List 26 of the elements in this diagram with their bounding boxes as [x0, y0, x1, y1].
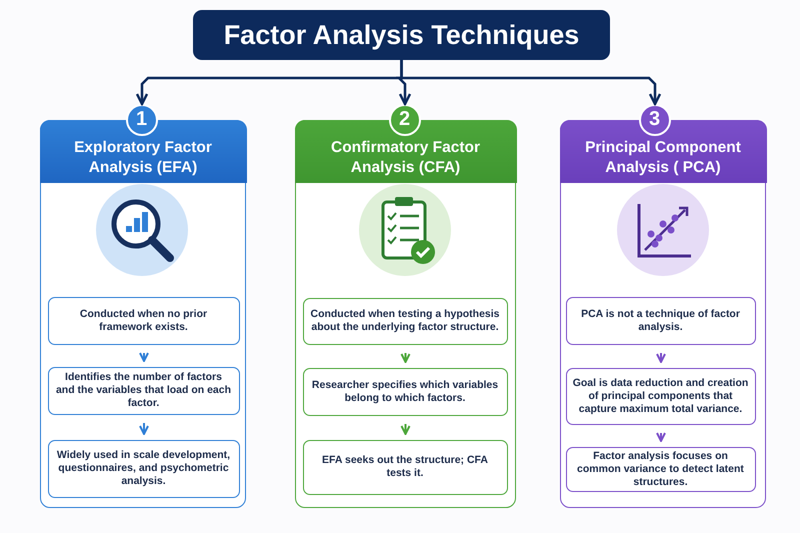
step-box	[48, 366, 240, 414]
step-box	[302, 298, 508, 344]
arrow	[139, 352, 149, 362]
arrow	[139, 423, 149, 435]
arrow	[400, 353, 410, 363]
step-box	[302, 368, 508, 416]
step-text: Goal is data reduction and creation of principal components that capture maximum total variance.	[572, 376, 748, 416]
title-box: Factor Analysis Techniques	[193, 10, 610, 60]
step-box	[48, 296, 240, 344]
step-text: Factor analysis focuses on common variance to detect latent structures.	[576, 450, 745, 488]
step-text: Identifies the number of factors and the variables that load on each factor.	[54, 371, 232, 410]
step-box	[566, 446, 756, 492]
step-text: EFA seeks out the structure; CFA tests it.	[321, 454, 489, 480]
step-text: Researcher specifies which variables belong to which factors.	[310, 378, 500, 404]
step-text: Conducted when testing a hypothesis about the underlying factor structure.	[310, 308, 500, 334]
arrow	[400, 424, 410, 435]
step-box	[302, 440, 508, 494]
step-text: Conducted when no prior framework exists.	[78, 308, 208, 334]
arrow	[656, 353, 666, 363]
step-box	[566, 296, 756, 344]
step-box	[566, 368, 756, 424]
step-box	[48, 440, 240, 498]
arrow	[656, 432, 666, 442]
step-text: Widely used in scale development, questionnaires, and psychometric analysis.	[56, 449, 232, 488]
arrow	[400, 60, 662, 106]
step-text: PCA is not a technique of factor analysis.	[580, 308, 741, 334]
